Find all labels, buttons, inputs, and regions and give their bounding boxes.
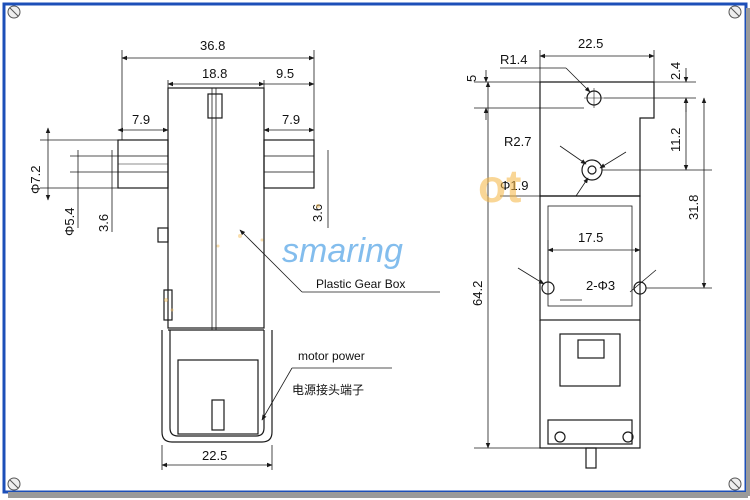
dim-overall-width: 36.8	[200, 38, 225, 53]
dim-shaft-offset: 9.5	[276, 66, 294, 81]
dim-flat-left: 3.6	[96, 214, 111, 232]
motor-housing	[161, 330, 273, 443]
dim-flat-right: 3.6	[310, 204, 325, 222]
shaft-right	[263, 139, 315, 189]
dim-top-offset: 5	[464, 75, 479, 82]
corner-screw-icon	[7, 5, 21, 19]
label-motor-power: motor power	[298, 349, 365, 363]
dim-overall-height: 64.2	[470, 281, 485, 306]
dim-top-width: 22.5	[578, 36, 603, 51]
label-terminal: 电源接头端子	[292, 382, 364, 397]
dim-shaft-right: 7.9	[282, 112, 300, 127]
dim-top-hole-radius: R1.4	[500, 52, 527, 67]
watermark-fragment: ot	[478, 160, 521, 212]
corner-screw-icon	[728, 477, 742, 491]
watermark-speckles	[164, 204, 320, 312]
dim-hole-height: 31.8	[686, 195, 701, 220]
left-view	[40, 50, 440, 470]
dim-mid-dia: Φ1.9	[500, 178, 528, 193]
dim-bottom-width: 22.5	[202, 448, 227, 463]
dim-dia-inner: Φ5.4	[62, 208, 77, 236]
dim-body-width: 18.8	[202, 66, 227, 81]
corner-screw-icon	[728, 5, 742, 19]
dim-mid-radius: R2.7	[504, 134, 531, 149]
dim-dia-outer: Φ7.2	[28, 166, 43, 194]
label-gear-box: Plastic Gear Box	[316, 277, 405, 291]
watermark-brand: smaring	[282, 232, 403, 270]
corner-screw-icon	[7, 477, 21, 491]
frame-shadow-side	[746, 8, 750, 496]
dim-hole-spacing: 17.5	[578, 230, 603, 245]
dim-mid-offset: 11.2	[668, 128, 683, 152]
frame-shadow	[8, 492, 748, 498]
dim-hole-spec: 2-Φ3	[586, 278, 615, 293]
right-view	[474, 50, 712, 469]
dim-shaft-left: 7.9	[132, 112, 150, 127]
dim-top-hole-offset: 2.4	[668, 62, 683, 80]
